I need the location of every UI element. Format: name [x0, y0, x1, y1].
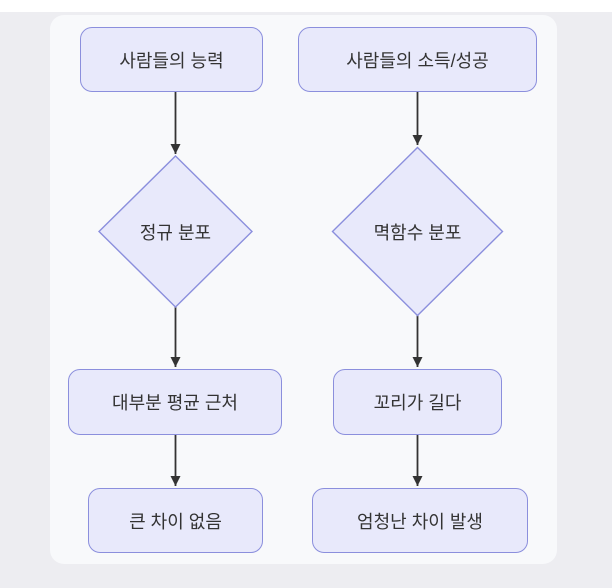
decision-diamond-right	[331, 146, 504, 317]
node-right-start: 사람들의 소득/성공	[298, 27, 537, 92]
node-left-decision-label: 정규 분포	[139, 222, 212, 243]
node-left-result2: 큰 차이 없음	[88, 488, 263, 553]
node-right-decision-label: 멱함수 분포	[373, 222, 462, 243]
node-right-result1: 꼬리가 길다	[333, 369, 502, 435]
node-left-start: 사람들의 능력	[80, 27, 263, 92]
decision-diamond-left	[98, 155, 253, 308]
node-left-result1: 대부분 평균 근처	[68, 369, 282, 435]
diagram-card	[50, 15, 557, 564]
node-right-result2: 엄청난 차이 발생	[312, 488, 528, 553]
